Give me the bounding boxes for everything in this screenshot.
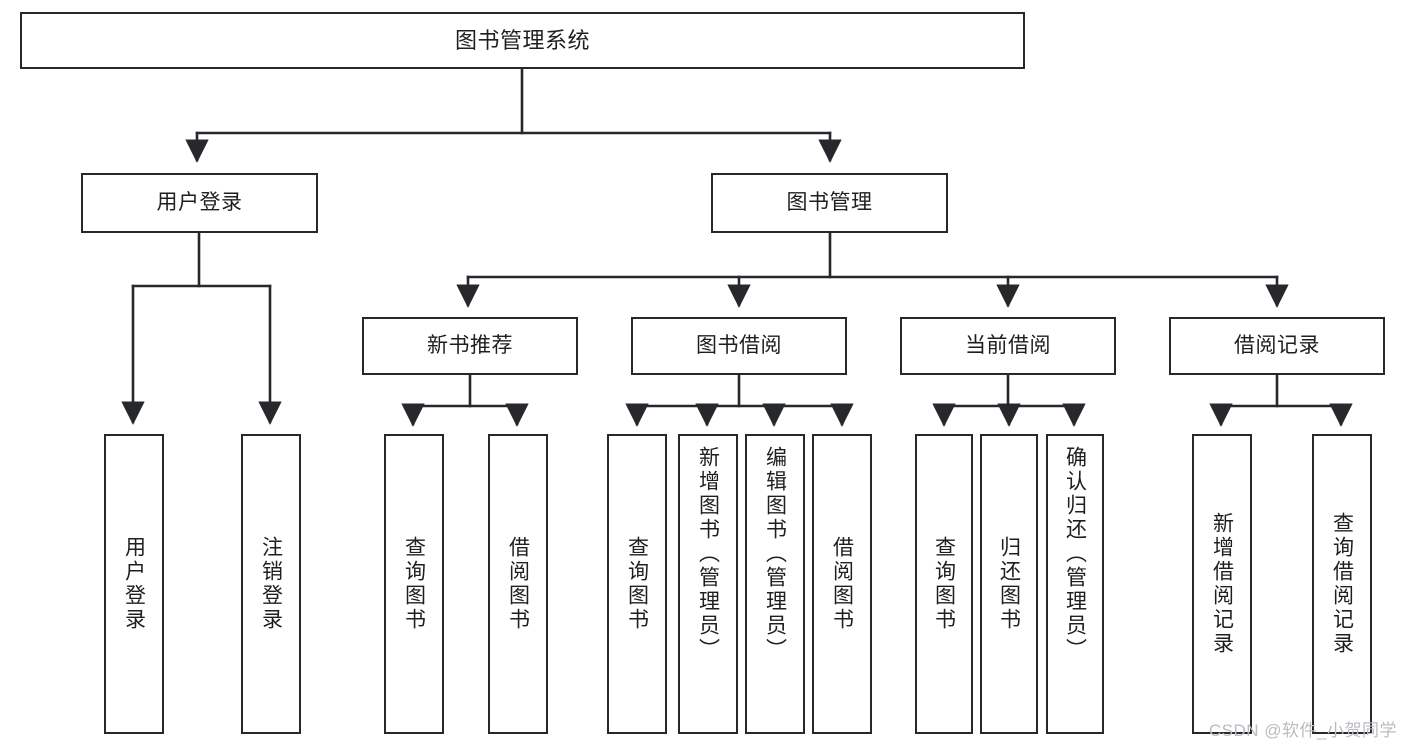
node-root-system[interactable]: 图书管理系统 — [20, 12, 1025, 69]
leaf-logout[interactable]: 注销登录 — [241, 434, 301, 734]
node-book-management[interactable]: 图书管理 — [711, 173, 948, 233]
node-label: 归还图书 — [997, 536, 1021, 632]
node-label: 用户登录 — [156, 190, 243, 214]
node-label: 当前借阅 — [965, 333, 1051, 357]
leaf-borrow-book[interactable]: 借阅图书 — [812, 434, 872, 734]
leaf-user-login[interactable]: 用户登录 — [104, 434, 164, 734]
node-label: 图书管理 — [786, 190, 873, 214]
node-label: 借阅图书 — [506, 536, 530, 632]
node-label: 图书管理系统 — [454, 27, 590, 53]
node-label: 借阅记录 — [1234, 333, 1320, 357]
node-current-borrow[interactable]: 当前借阅 — [900, 317, 1116, 375]
node-new-book-recommend[interactable]: 新书推荐 — [362, 317, 578, 375]
node-label: 查询图书 — [932, 536, 956, 632]
node-user-login[interactable]: 用户登录 — [81, 173, 318, 233]
leaf-confirm-return-admin[interactable]: 确认归还（管理员） — [1046, 434, 1104, 734]
leaf-return-book[interactable]: 归还图书 — [980, 434, 1038, 734]
node-label: 查询图书 — [625, 536, 649, 632]
node-label: 注销登录 — [259, 536, 283, 632]
leaf-add-book-admin[interactable]: 新增图书（管理员） — [678, 434, 738, 734]
leaf-query-book-borrow[interactable]: 查询图书 — [607, 434, 667, 734]
csdn-watermark: CSDN @软件_小贺同学 — [1208, 721, 1397, 740]
node-label: 查询图书 — [402, 536, 426, 632]
node-borrow-record[interactable]: 借阅记录 — [1169, 317, 1385, 375]
leaf-query-borrow-record[interactable]: 查询借阅记录 — [1312, 434, 1372, 734]
node-label: 确认归还（管理员） — [1063, 446, 1087, 662]
leaf-add-borrow-record[interactable]: 新增借阅记录 — [1192, 434, 1252, 734]
node-label: 编辑图书（管理员） — [763, 446, 787, 662]
node-label: 图书借阅 — [696, 333, 782, 357]
leaf-borrow-book-recommend[interactable]: 借阅图书 — [488, 434, 548, 734]
node-label: 新增图书（管理员） — [696, 446, 720, 662]
node-book-borrow[interactable]: 图书借阅 — [631, 317, 847, 375]
leaf-query-book-current[interactable]: 查询图书 — [915, 434, 973, 734]
leaf-query-book-recommend[interactable]: 查询图书 — [384, 434, 444, 734]
node-label: 用户登录 — [122, 536, 146, 632]
leaf-edit-book-admin[interactable]: 编辑图书（管理员） — [745, 434, 805, 734]
node-label: 新增借阅记录 — [1210, 512, 1234, 656]
node-label: 借阅图书 — [830, 536, 854, 632]
node-label: 查询借阅记录 — [1330, 512, 1354, 656]
node-label: 新书推荐 — [427, 333, 513, 357]
